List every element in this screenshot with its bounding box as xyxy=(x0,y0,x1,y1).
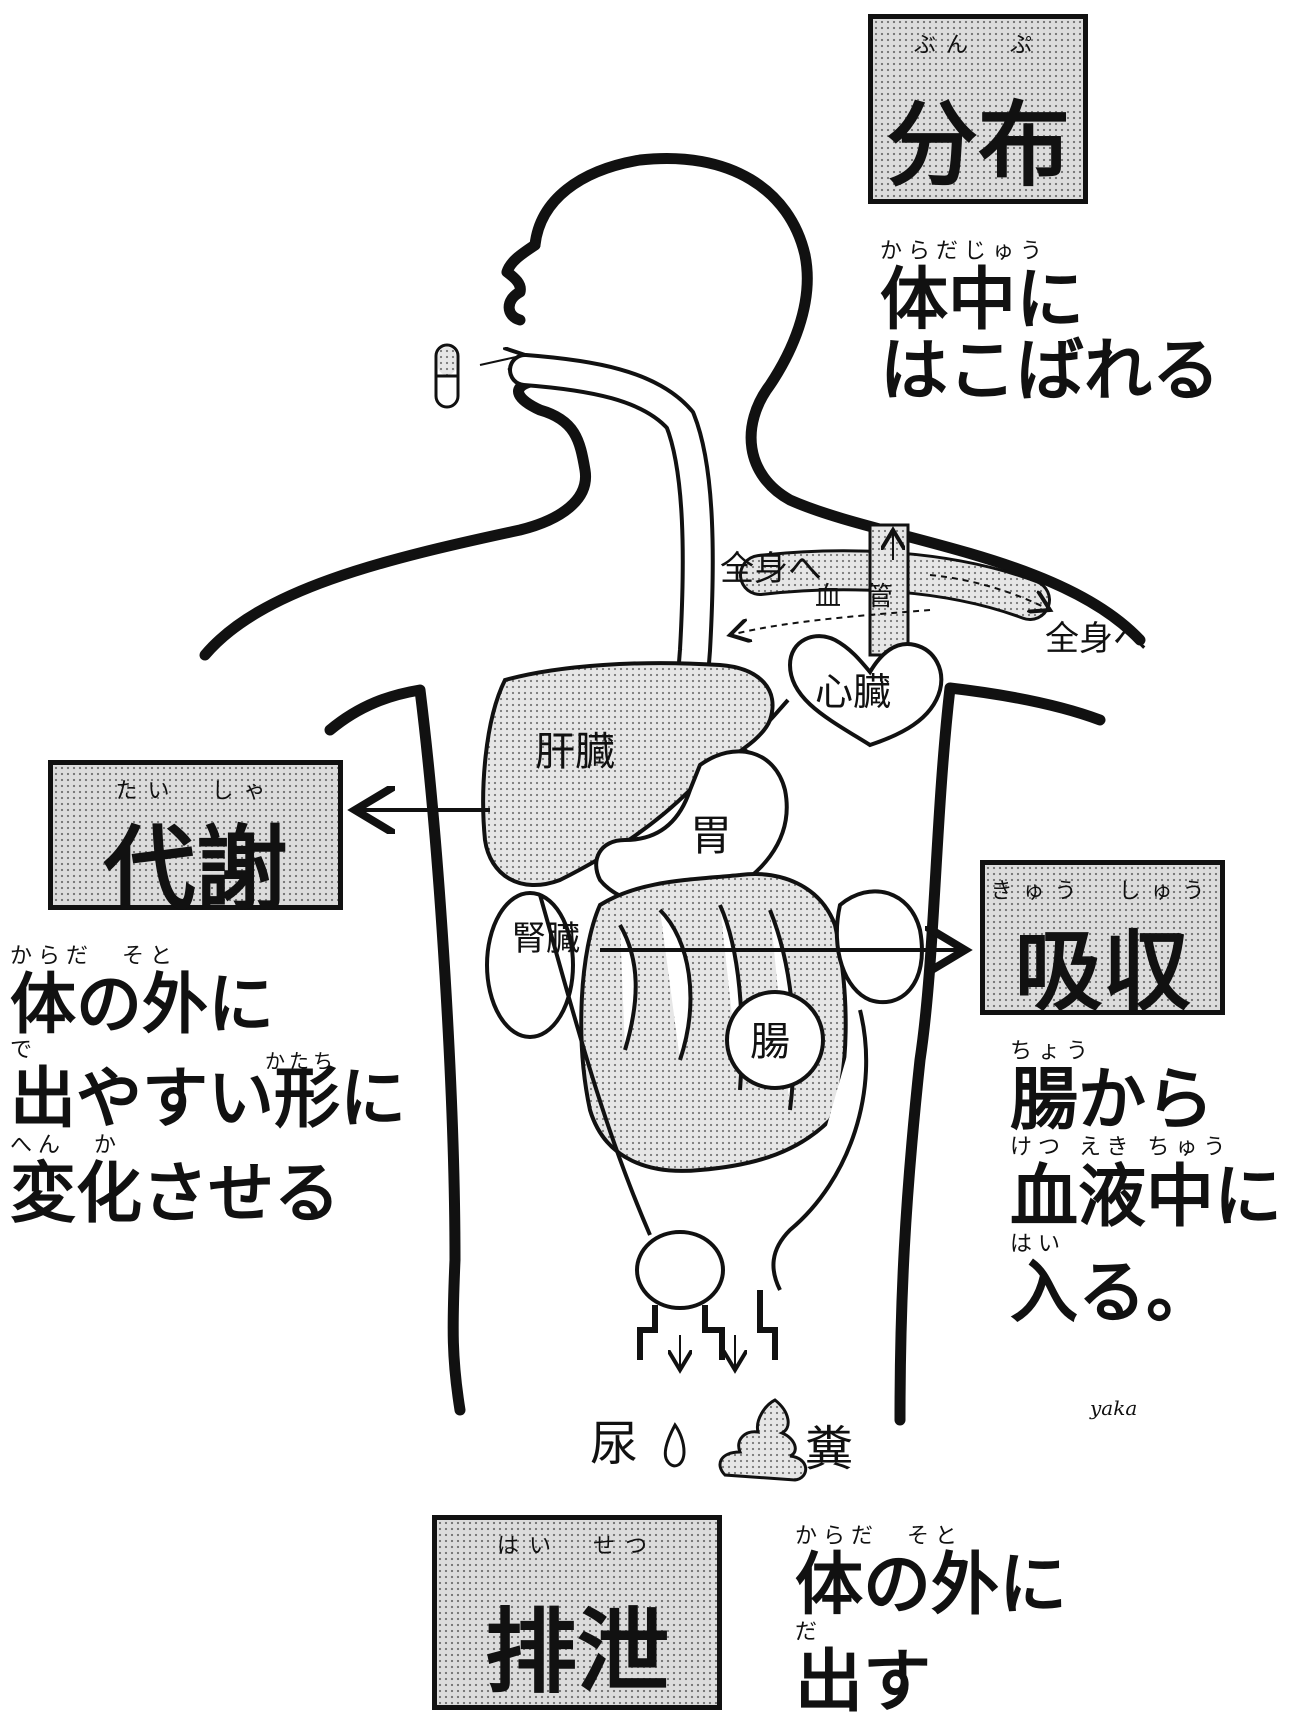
capsule-icon xyxy=(436,345,458,407)
kidney-label: 腎臓 xyxy=(512,919,580,959)
excretion-description: からだ そと 体の外に だ 出す xyxy=(795,1525,1067,1718)
absorption-line-1: 腸から xyxy=(1010,1065,1282,1136)
absorption-title: 吸収 xyxy=(985,901,1220,1028)
metabolism-line-1: 体の外に xyxy=(10,970,406,1039)
metabolism-title: 代謝 xyxy=(53,795,338,928)
excretion-line-1: 体の外に xyxy=(795,1550,1067,1621)
distribution-description-reading: からだじゅう xyxy=(880,240,1220,263)
absorption-box: きゅう しゅう 吸収 xyxy=(980,860,1225,1015)
absorption-reading-ketsueki: けつ えき ちゅう xyxy=(1010,1136,1282,1159)
metabolism-line-3: 変化させる xyxy=(10,1159,406,1228)
to-whole-body-left-label: 全身へ xyxy=(720,549,822,589)
metabolism-reading-henka: へん か xyxy=(10,1134,406,1157)
absorption-line-2: 血液中に xyxy=(1010,1162,1282,1233)
metabolism-description-reading: からだ そと xyxy=(10,945,406,968)
metabolism-box: たい しゃ 代謝 xyxy=(48,760,343,910)
excretion-box: はい せつ 排泄 xyxy=(432,1515,722,1710)
kidney: 腎臓 xyxy=(487,893,580,1037)
excretion-reading: はい せつ xyxy=(437,1528,717,1560)
absorption-description-reading: ちょう xyxy=(1010,1040,1282,1063)
distribution-line-1: 体中に xyxy=(880,265,1220,336)
blood-vessel-label: 血 管 xyxy=(815,582,893,612)
to-whole-body-right-label: 全身へ xyxy=(1045,619,1147,659)
intestine-loop: 腸 xyxy=(727,992,823,1088)
absorption-line-3: 入る。 xyxy=(1010,1258,1282,1329)
distribution-reading: ぶん ぷ xyxy=(873,27,1083,59)
intestine-label: 腸 xyxy=(750,1019,790,1065)
droplet-icon xyxy=(665,1425,684,1466)
stomach-label: 胃 xyxy=(690,811,732,860)
excretion-description-reading: からだ そと xyxy=(795,1525,1067,1548)
feces-icon xyxy=(720,1400,806,1480)
feces-label: 糞 xyxy=(805,1421,853,1477)
excretion-line-2: 出す xyxy=(795,1647,1067,1718)
signature: yaka xyxy=(1089,1396,1137,1420)
blood-vessel: 血 管 xyxy=(760,525,1030,655)
metabolism-description: からだ そと 体の外に で 出やすい形に へん か 変化させる xyxy=(10,945,406,1228)
distribution-line-2: はこばれる xyxy=(880,336,1220,407)
excretion-title: 排泄 xyxy=(437,1578,717,1711)
metabolism-reading-katachi: かたち xyxy=(265,1045,337,1074)
heart-label: 心臓 xyxy=(815,670,891,714)
distribution-box: ぶん ぷ 分布 xyxy=(868,14,1088,204)
distribution-description: からだじゅう 体中に はこばれる xyxy=(880,240,1220,408)
urine-label: 尿 xyxy=(590,1416,638,1472)
absorption-description: ちょう 腸から けつ えき ちゅう 血液中に はい 入る。 xyxy=(1010,1040,1282,1329)
distribution-title: 分布 xyxy=(873,71,1083,204)
metabolism-line-2: 出やすい形に xyxy=(10,1064,406,1133)
liver-label: 肝臓 xyxy=(535,729,615,775)
